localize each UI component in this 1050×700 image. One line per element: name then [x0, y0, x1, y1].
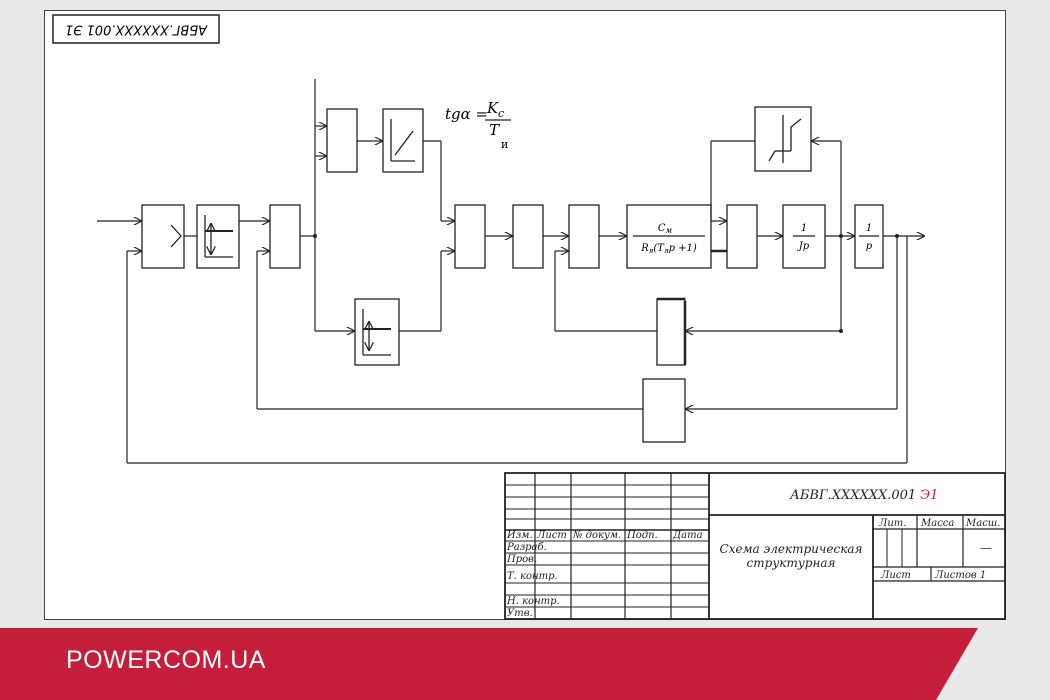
sheets-label: Листов 1 — [934, 570, 986, 581]
inertia-numerator: 1 — [801, 223, 807, 234]
formula-numerator-sub: c — [498, 107, 504, 120]
formula: tgα = K c T и — [445, 99, 511, 151]
title-line2: структурная — [747, 556, 836, 570]
sheet-label: Лист — [880, 570, 911, 581]
header-sign: Подп. — [626, 530, 658, 541]
motor-tf-denominator: Rя(Tяp +1) — [640, 243, 697, 255]
title-line1: Схема электрическая — [720, 542, 863, 556]
header-date: Дата — [672, 530, 703, 541]
role-tcontrol: Т. контр. — [507, 571, 558, 582]
integrator-numerator: 1 — [866, 223, 872, 234]
rotated-stamp: АБВГ.XXXXXX.001 Э1 — [52, 14, 220, 44]
block-feedback-current — [656, 298, 686, 366]
drawing-sheet: АБВГ.XXXXXX.001 Э1 — [44, 10, 1006, 620]
mass-label: Масса — [920, 518, 954, 529]
header-list: Лист — [536, 530, 567, 541]
block-amplifier — [141, 204, 185, 269]
block-summer — [454, 204, 486, 269]
rotated-stamp-code: АБВГ.XXXXXX.001 Э1 — [65, 22, 208, 37]
brand-name[interactable]: POWERCOM.UA — [66, 646, 266, 674]
triangle-symbol — [170, 224, 182, 248]
block-limiter-1 — [196, 204, 240, 269]
footer-background — [0, 628, 978, 700]
role-checked: Пров. — [506, 554, 537, 565]
block-speed-regulator — [269, 204, 301, 269]
block-converter — [568, 204, 600, 269]
block-current-regulator — [512, 204, 544, 269]
header-doc: № докум. — [572, 530, 621, 541]
formula-denominator-sub: и — [501, 138, 508, 151]
scale-value: — — [980, 541, 992, 555]
title-block — [504, 472, 1006, 620]
scale-label: Масш. — [965, 518, 1000, 529]
formula-numerator: K — [486, 99, 499, 117]
footer-bar: POWERCOM.UA — [0, 628, 1050, 700]
formula-denominator: T — [489, 121, 500, 139]
inertia-denominator: Jp — [797, 241, 810, 252]
structural-diagram: АБВГ.XXXXXX.001 Э1 — [52, 14, 1006, 620]
block-upper-1 — [326, 108, 358, 173]
block-ramp — [382, 108, 424, 173]
motor-tf-numerator: Cм — [658, 223, 673, 235]
block-lower-limiter — [354, 298, 400, 366]
header-izm: Изм. — [506, 530, 533, 541]
lit-label: Лит. — [878, 518, 906, 529]
block-feedback-speed — [642, 378, 686, 443]
role-approved: Утв. — [507, 608, 533, 619]
role-ncontrol: Н. контр. — [506, 596, 560, 607]
block-sum-2 — [726, 204, 758, 269]
integrator-denominator: p — [866, 241, 873, 252]
formula-lhs: tgα = — [445, 105, 488, 123]
role-developed: Разраб. — [506, 542, 547, 553]
